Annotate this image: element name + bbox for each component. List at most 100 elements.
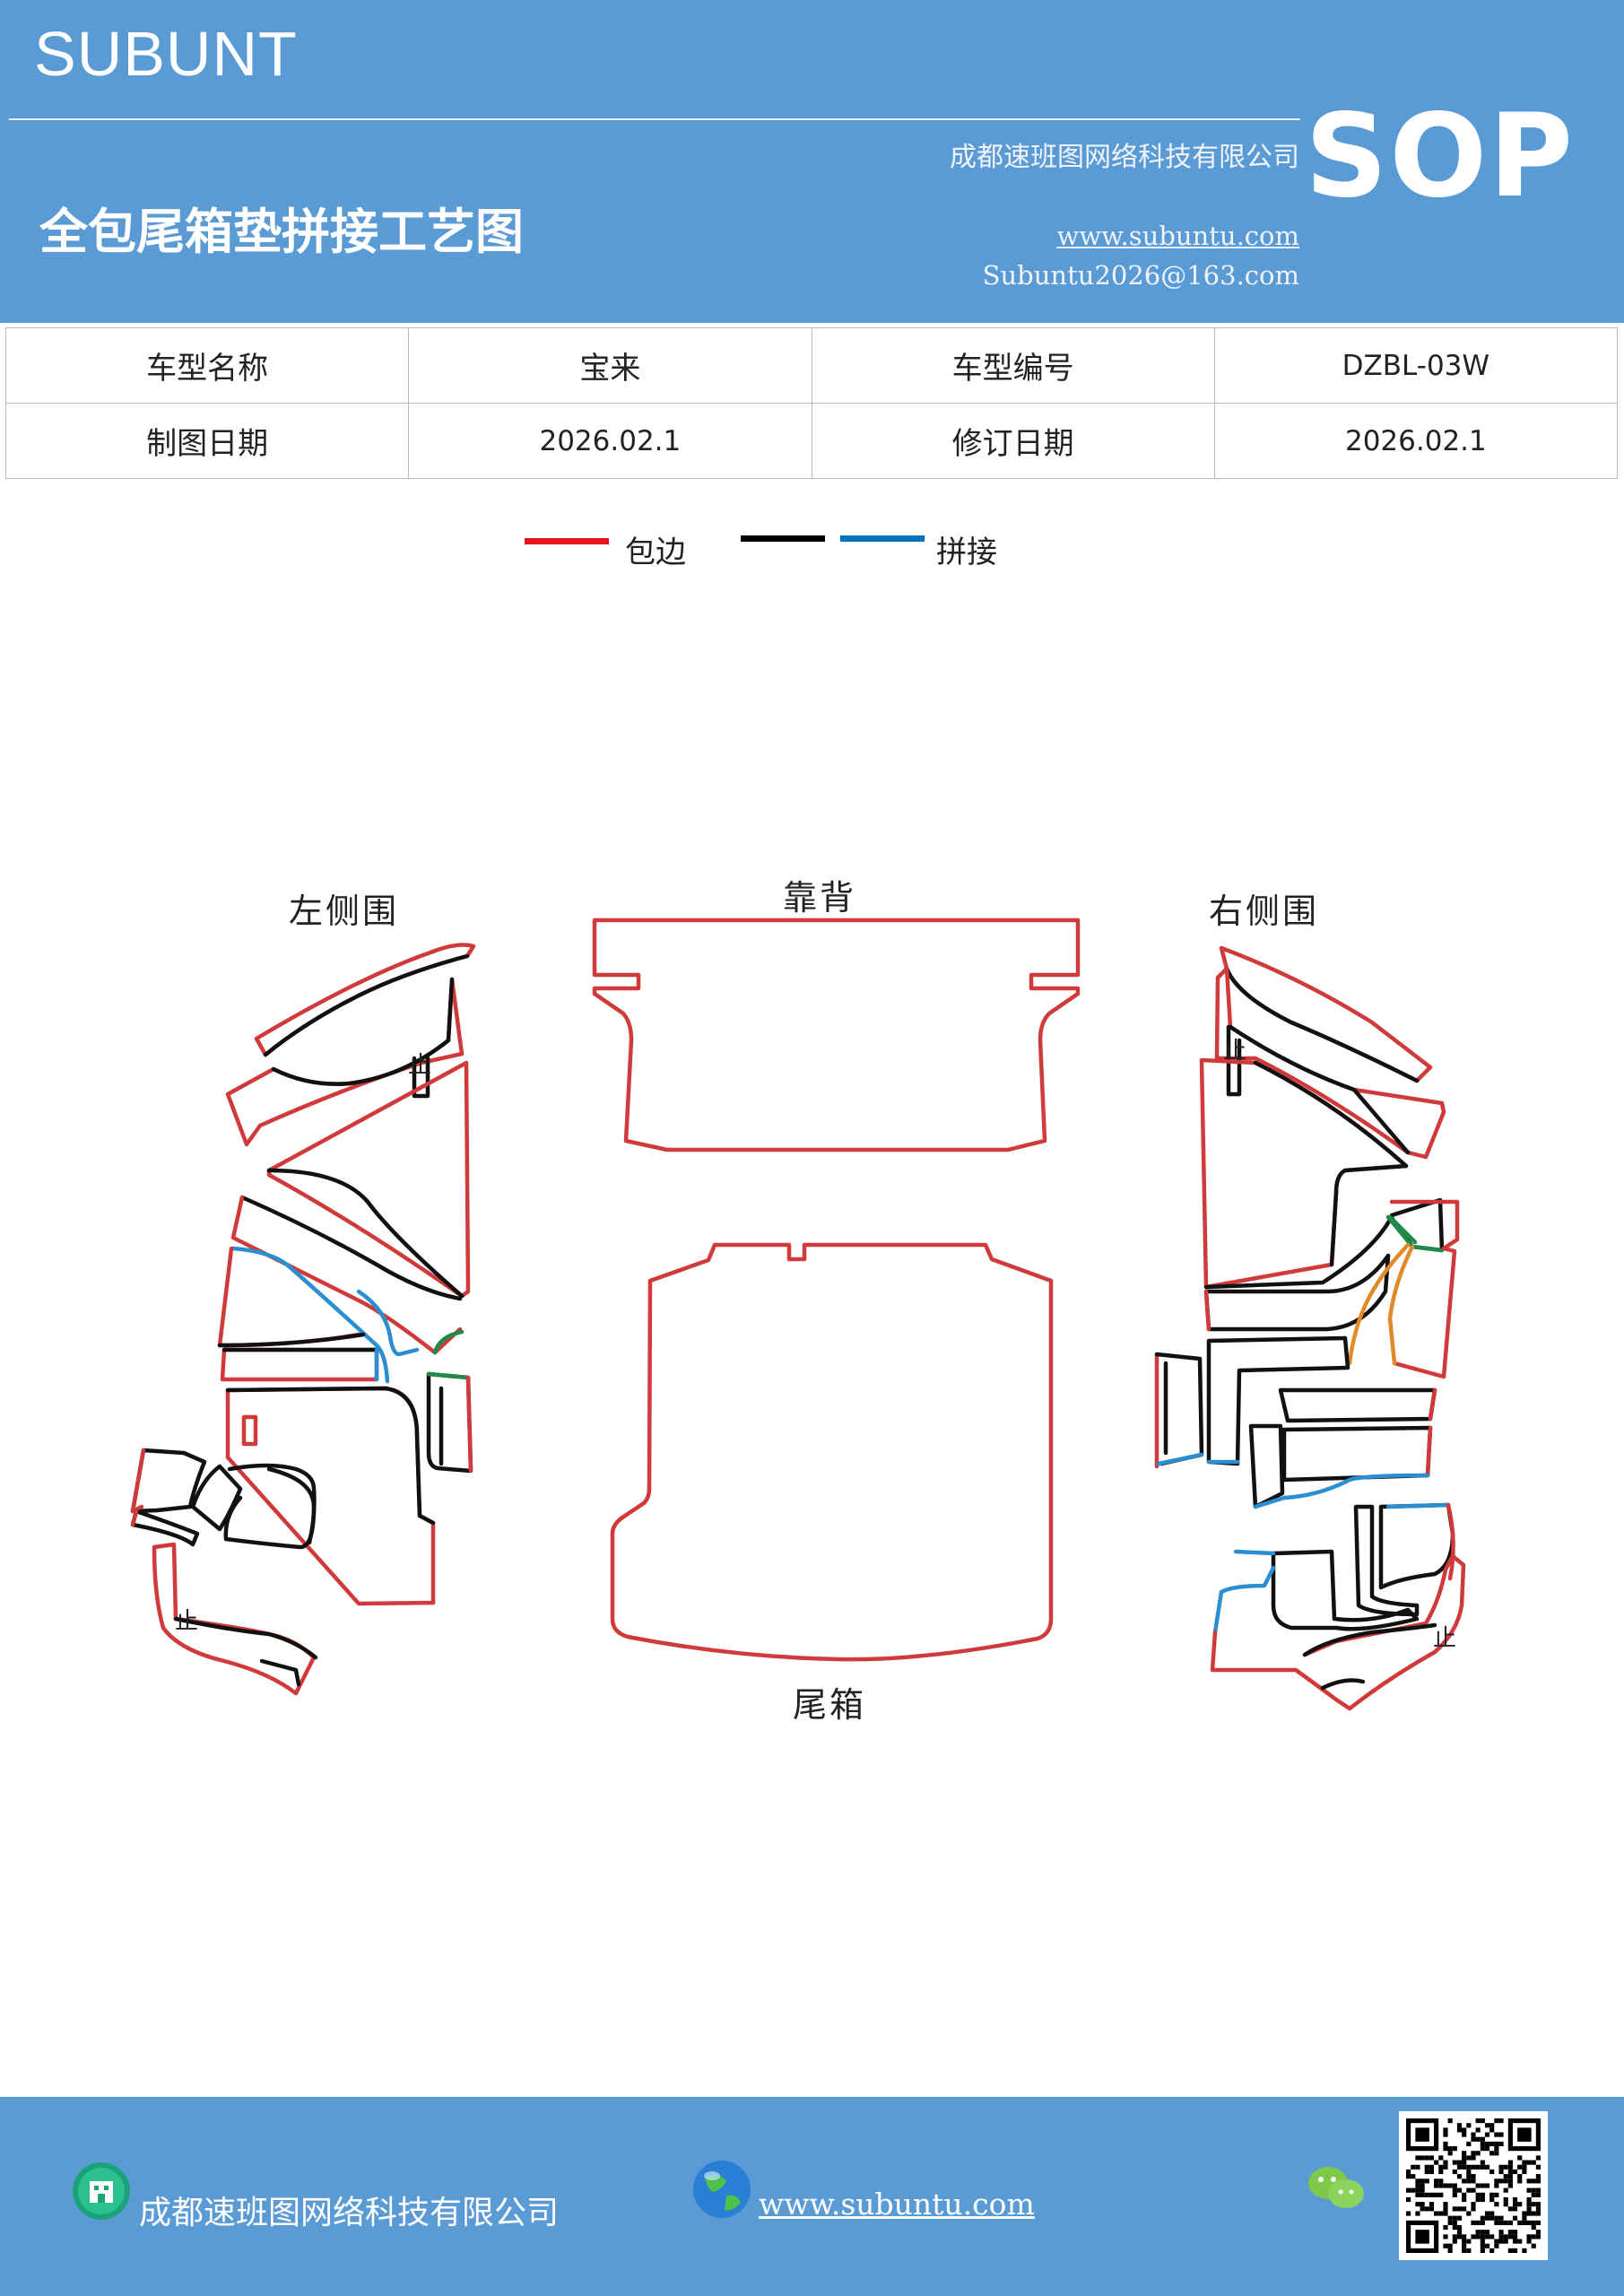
right-panel-wedge-splice <box>1228 1024 1411 1155</box>
right-panel-row-2 <box>1281 1425 1433 1483</box>
right-panel-top-splice <box>1224 966 1420 1083</box>
right-panel-orange-1 <box>1387 1244 1415 1366</box>
right-side-label: 右侧围 <box>1209 891 1320 931</box>
footer-band: 成都速班图网络科技有限公司 www.subuntu.com <box>0 2097 1624 2296</box>
left-panel-mid-blue <box>230 1246 390 1384</box>
stop-marker: 止 <box>175 1608 198 1635</box>
wechat-icon[interactable] <box>1305 2161 1368 2215</box>
backrest-panel <box>592 918 1081 1152</box>
right-panel-row-2-edge <box>1425 1425 1433 1478</box>
draw-date-value: 2026.02.1 <box>408 403 812 479</box>
header-divider <box>9 118 1300 120</box>
globe-icon <box>693 2161 751 2218</box>
model-name-value: 宝来 <box>408 327 812 404</box>
left-panel-small-3-edge <box>130 1509 139 1527</box>
splice-legend-label: 拼接 <box>936 535 997 570</box>
right-panel-row-1-edge <box>1428 1387 1437 1422</box>
right-panel-box-3-blue <box>1385 1502 1451 1509</box>
right-panel-row-1 <box>1278 1387 1437 1423</box>
left-panel-lower-splice <box>217 1332 366 1348</box>
left-panel-bottom-splice <box>173 1616 318 1660</box>
email-address: Subuntu2026@163.com <box>982 260 1299 291</box>
right-panel-lower-blue-2 <box>1212 1565 1276 1635</box>
draw-date-label: 制图日期 <box>4 403 410 479</box>
brand-name: SUBUNT <box>34 19 298 89</box>
right-panel-corner-green-2 <box>1387 1214 1418 1245</box>
right-panel-box-2 <box>1353 1504 1420 1617</box>
left-panel-mid-splice <box>239 1195 463 1301</box>
left-panel-inner-loop <box>223 1466 317 1550</box>
left-panel-main-splice <box>225 1386 436 1526</box>
footer-company-name: 成都速班图网络科技有限公司 <box>139 2195 560 2231</box>
right-panel-row-2-blue <box>1281 1473 1430 1500</box>
left-panel-small-3 <box>130 1509 200 1547</box>
right-panel-strip-2 <box>1206 1335 1350 1466</box>
right-panel-box-3-edge <box>1446 1502 1455 1581</box>
left-panel-green <box>432 1329 465 1355</box>
right-panel-bottom-tab <box>1320 1678 1366 1691</box>
right-panel-lower-blue <box>1233 1549 1276 1556</box>
building-icon <box>73 2162 130 2220</box>
left-panel-curve-blue <box>356 1289 420 1357</box>
model-name-label: 车型名称 <box>4 327 410 404</box>
left-panel-main <box>225 1386 436 1606</box>
right-panel-bottom-splice <box>1302 1622 1437 1657</box>
left-panel-vertical <box>426 1371 473 1474</box>
left-panel-wedge-splice <box>271 977 455 1086</box>
right-panel-lower <box>1271 1549 1420 1631</box>
right-panel-vert-box <box>1154 1352 1204 1466</box>
right-panel-large-splice <box>1253 1060 1409 1267</box>
left-panel-vertical-green <box>426 1371 471 1380</box>
edge-legend-swatch <box>525 538 609 544</box>
model-code-value: DZBL-03W <box>1213 327 1619 404</box>
model-code-label: 车型编号 <box>811 327 1215 404</box>
right-panel-strip-edge <box>1203 1289 1211 1332</box>
splice-legend-swatch-blue <box>840 535 925 542</box>
trunk-panel <box>610 1242 1054 1662</box>
right-panel-corner-edge <box>1389 1199 1460 1379</box>
header-band: SUBUNT 成都速班图网络科技有限公司 全包尾箱垫拼接工艺图 www.subu… <box>0 0 1624 323</box>
stop-marker: 止 <box>408 1052 431 1079</box>
left-panel-small-2 <box>190 1464 243 1532</box>
left-panel-small-1-edge <box>130 1448 146 1514</box>
table-row: 制图日期 2026.02.1 修订日期 2026.02.1 <box>4 403 1619 479</box>
splice-legend-swatch-black <box>741 535 825 542</box>
legend: 包边 拼接 <box>0 520 1624 574</box>
right-panel-bottom <box>1210 1553 1466 1711</box>
table-row: 车型名称 宝来 车型编号 DZBL-03W <box>4 327 1619 404</box>
left-panel-small-1 <box>130 1448 207 1514</box>
company-name: 成都速班图网络科技有限公司 <box>950 142 1299 173</box>
right-panel-vert-box-blue <box>1156 1452 1204 1466</box>
trunk-label: 尾箱 <box>793 1685 867 1725</box>
left-panel-vertical-edge <box>465 1375 473 1474</box>
stop-marker: 止 <box>1433 1625 1456 1652</box>
right-panel-box-1 <box>1248 1423 1285 1509</box>
vehicle-info-table: 车型名称 宝来 车型编号 DZBL-03W 制图日期 2026.02.1 修订日… <box>4 327 1619 479</box>
left-panel-strip <box>220 1347 379 1382</box>
qr-code[interactable] <box>1399 2111 1548 2260</box>
left-panel-wedge-tab <box>412 1056 430 1099</box>
revise-date-value: 2026.02.1 <box>1213 403 1619 479</box>
sop-badge: SOP <box>1305 90 1575 223</box>
left-panel-bottom-tab <box>259 1658 301 1687</box>
left-side-label: 左侧围 <box>289 891 400 931</box>
right-panel-strip <box>1203 1253 1391 1332</box>
document-title: 全包尾箱垫拼接工艺图 <box>39 204 524 260</box>
left-panel-large-splice <box>266 1168 465 1299</box>
stop-marker: 止 <box>1223 1038 1246 1065</box>
left-panel-lower <box>217 1246 361 1348</box>
right-panel-box-3 <box>1378 1502 1455 1590</box>
right-panel-large-bottom <box>1203 1217 1393 1290</box>
website-link[interactable]: www.subuntu.com <box>1056 221 1299 251</box>
footer-website-link[interactable]: www.subuntu.com <box>759 2187 1035 2222</box>
left-panel-top-splice <box>263 953 470 1057</box>
backrest-label: 靠背 <box>783 878 857 918</box>
right-panel-orange-2 <box>1347 1242 1411 1366</box>
edge-legend-label: 包边 <box>625 535 686 570</box>
revise-date-label: 修订日期 <box>811 403 1215 479</box>
left-panel-slot <box>241 1414 258 1447</box>
qr-code-image <box>1406 2118 1541 2253</box>
right-panel-box-1-blue <box>1253 1495 1287 1509</box>
